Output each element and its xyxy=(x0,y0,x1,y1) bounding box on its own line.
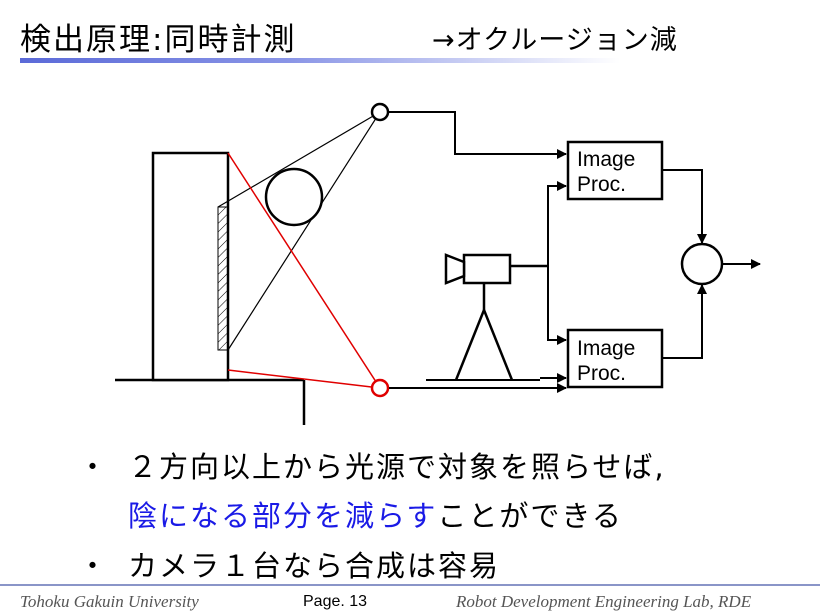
red-ray-lower xyxy=(227,369,381,389)
bullet-mark: ・ xyxy=(78,450,110,484)
light-source-top xyxy=(370,102,390,122)
highlighted-phrase: 陰になる部分を減らす xyxy=(128,499,438,533)
slide-subtitle: →オクルージョン減 xyxy=(432,25,678,56)
summing-junction xyxy=(680,242,724,286)
footer-lab: Robot Development Engineering Lab, RDE xyxy=(456,592,752,611)
footer-university: Tohoku Gakuin University xyxy=(20,592,199,611)
wire-camera-up xyxy=(547,181,567,266)
bullet-text: カメラ１台なら合成は容易 xyxy=(128,549,501,583)
image-proc-bottom-label-1: Image xyxy=(577,337,635,360)
light-source-bottom xyxy=(370,378,390,398)
tripod-leg-left xyxy=(454,309,486,381)
wire-top-light xyxy=(389,111,567,159)
light-ray-bottom xyxy=(227,111,381,351)
bullet-text-rest: ことができる xyxy=(437,499,623,533)
bullet-mark: ・ xyxy=(78,549,110,583)
image-proc-box-top xyxy=(566,140,664,201)
wire-proc-top-out xyxy=(662,169,707,244)
shadow-area xyxy=(217,206,229,351)
title-row: 検出原理:同時計測 →オクルージョン減 xyxy=(20,18,810,62)
wire-camera-down xyxy=(547,266,567,345)
footer-page-number: Page. 13 xyxy=(303,593,368,610)
object-ball xyxy=(264,167,324,227)
light-ray-top xyxy=(217,111,381,208)
red-ray-upper xyxy=(227,152,381,389)
wire-proc-bottom-out xyxy=(662,284,707,359)
image-proc-box-bottom xyxy=(566,328,664,389)
camera-body xyxy=(462,253,512,285)
slide-title: 検出原理:同時計測 xyxy=(20,22,297,58)
wall-block xyxy=(151,151,230,382)
image-proc-top-label-2: Proc. xyxy=(577,173,626,196)
title-underline xyxy=(20,58,620,63)
tripod-leg-right xyxy=(482,309,514,381)
bullet-text: ２方向以上から光源で対象を照らせば, xyxy=(128,450,666,484)
image-proc-top-label-1: Image xyxy=(577,148,635,171)
camera-lens xyxy=(444,253,466,285)
bullet-text-continued: 陰になる部分を減らすことができる xyxy=(128,496,623,536)
footer-divider xyxy=(0,584,820,586)
image-proc-bottom-label-2: Proc. xyxy=(577,362,626,385)
